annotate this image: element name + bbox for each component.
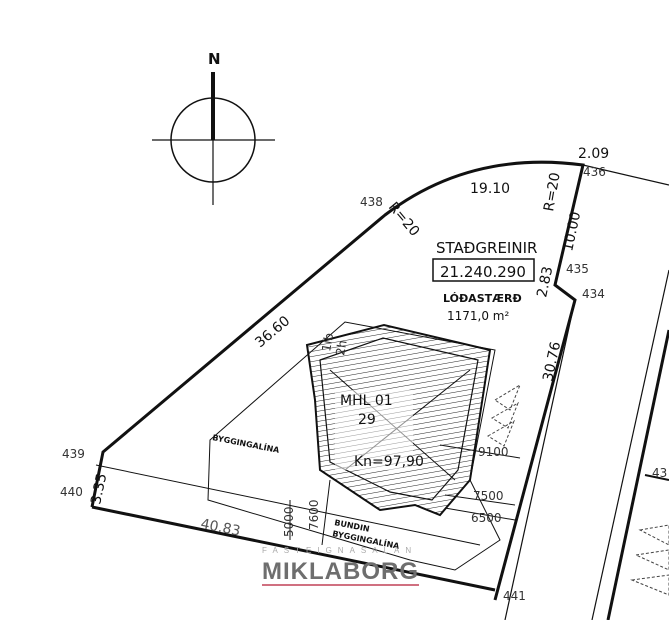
building-line-label: BYGGINGALÍNA (212, 431, 282, 455)
offset-5000: 5000 (282, 506, 296, 537)
watermark-logo: MIKLABORG (262, 558, 419, 586)
radius-1: R=20 (541, 171, 564, 212)
watermark-top: FASTEIGNASALAN (262, 546, 418, 555)
north-arrow-icon (152, 72, 275, 205)
dim-36-60: 36.60 (252, 313, 293, 351)
plot-boundary (90, 160, 585, 601)
dim-40-83: 40.83 (199, 516, 241, 539)
dim-2-83: 2.83 (534, 265, 556, 299)
point-436: 436 (583, 165, 606, 179)
dim-10-00: 10.00 (560, 210, 584, 253)
street-lines (504, 164, 669, 620)
offset-7600: 7600 (307, 499, 321, 530)
dim-3-35: 3.35 (88, 472, 110, 506)
point-434: 434 (582, 287, 605, 301)
offset-9100: 9100 (478, 445, 509, 459)
building-line (95, 464, 481, 546)
point-439: 439 (62, 447, 85, 461)
parking-spaces (487, 383, 669, 596)
radius-2: R=20 (385, 199, 423, 239)
plot-boundary-bottom (91, 505, 496, 592)
dim-2-09: 2.09 (578, 146, 609, 162)
plot-id-box (432, 258, 535, 282)
house-roof (305, 323, 492, 517)
unit-label: MHL 01 (340, 393, 393, 409)
plot-id-label: STAÐGREINIR (436, 239, 537, 257)
point-43x: 43 (652, 466, 667, 480)
point-438: 438 (360, 195, 383, 209)
area-value: 1171,0 m² (447, 309, 509, 323)
height-label: 2h (333, 339, 349, 356)
point-441: 441 (503, 589, 526, 603)
point-440: 440 (60, 485, 83, 499)
unit-number: 29 (358, 412, 376, 428)
plot-id: 21.240.290 (440, 263, 526, 281)
offset-lines (289, 444, 521, 546)
floors-label: 1íb (319, 332, 336, 353)
dim-30-76: 30.76 (540, 340, 564, 383)
offset-6500: 6500 (471, 511, 502, 525)
north-label: N (208, 50, 221, 68)
elevation-label: Kn=97,90 (354, 454, 424, 470)
dim-19-10: 19.10 (470, 181, 510, 197)
offset-7500: 7500 (473, 489, 504, 503)
area-label: LÓÐASTÆRÐ (443, 292, 522, 305)
point-435: 435 (566, 262, 589, 276)
